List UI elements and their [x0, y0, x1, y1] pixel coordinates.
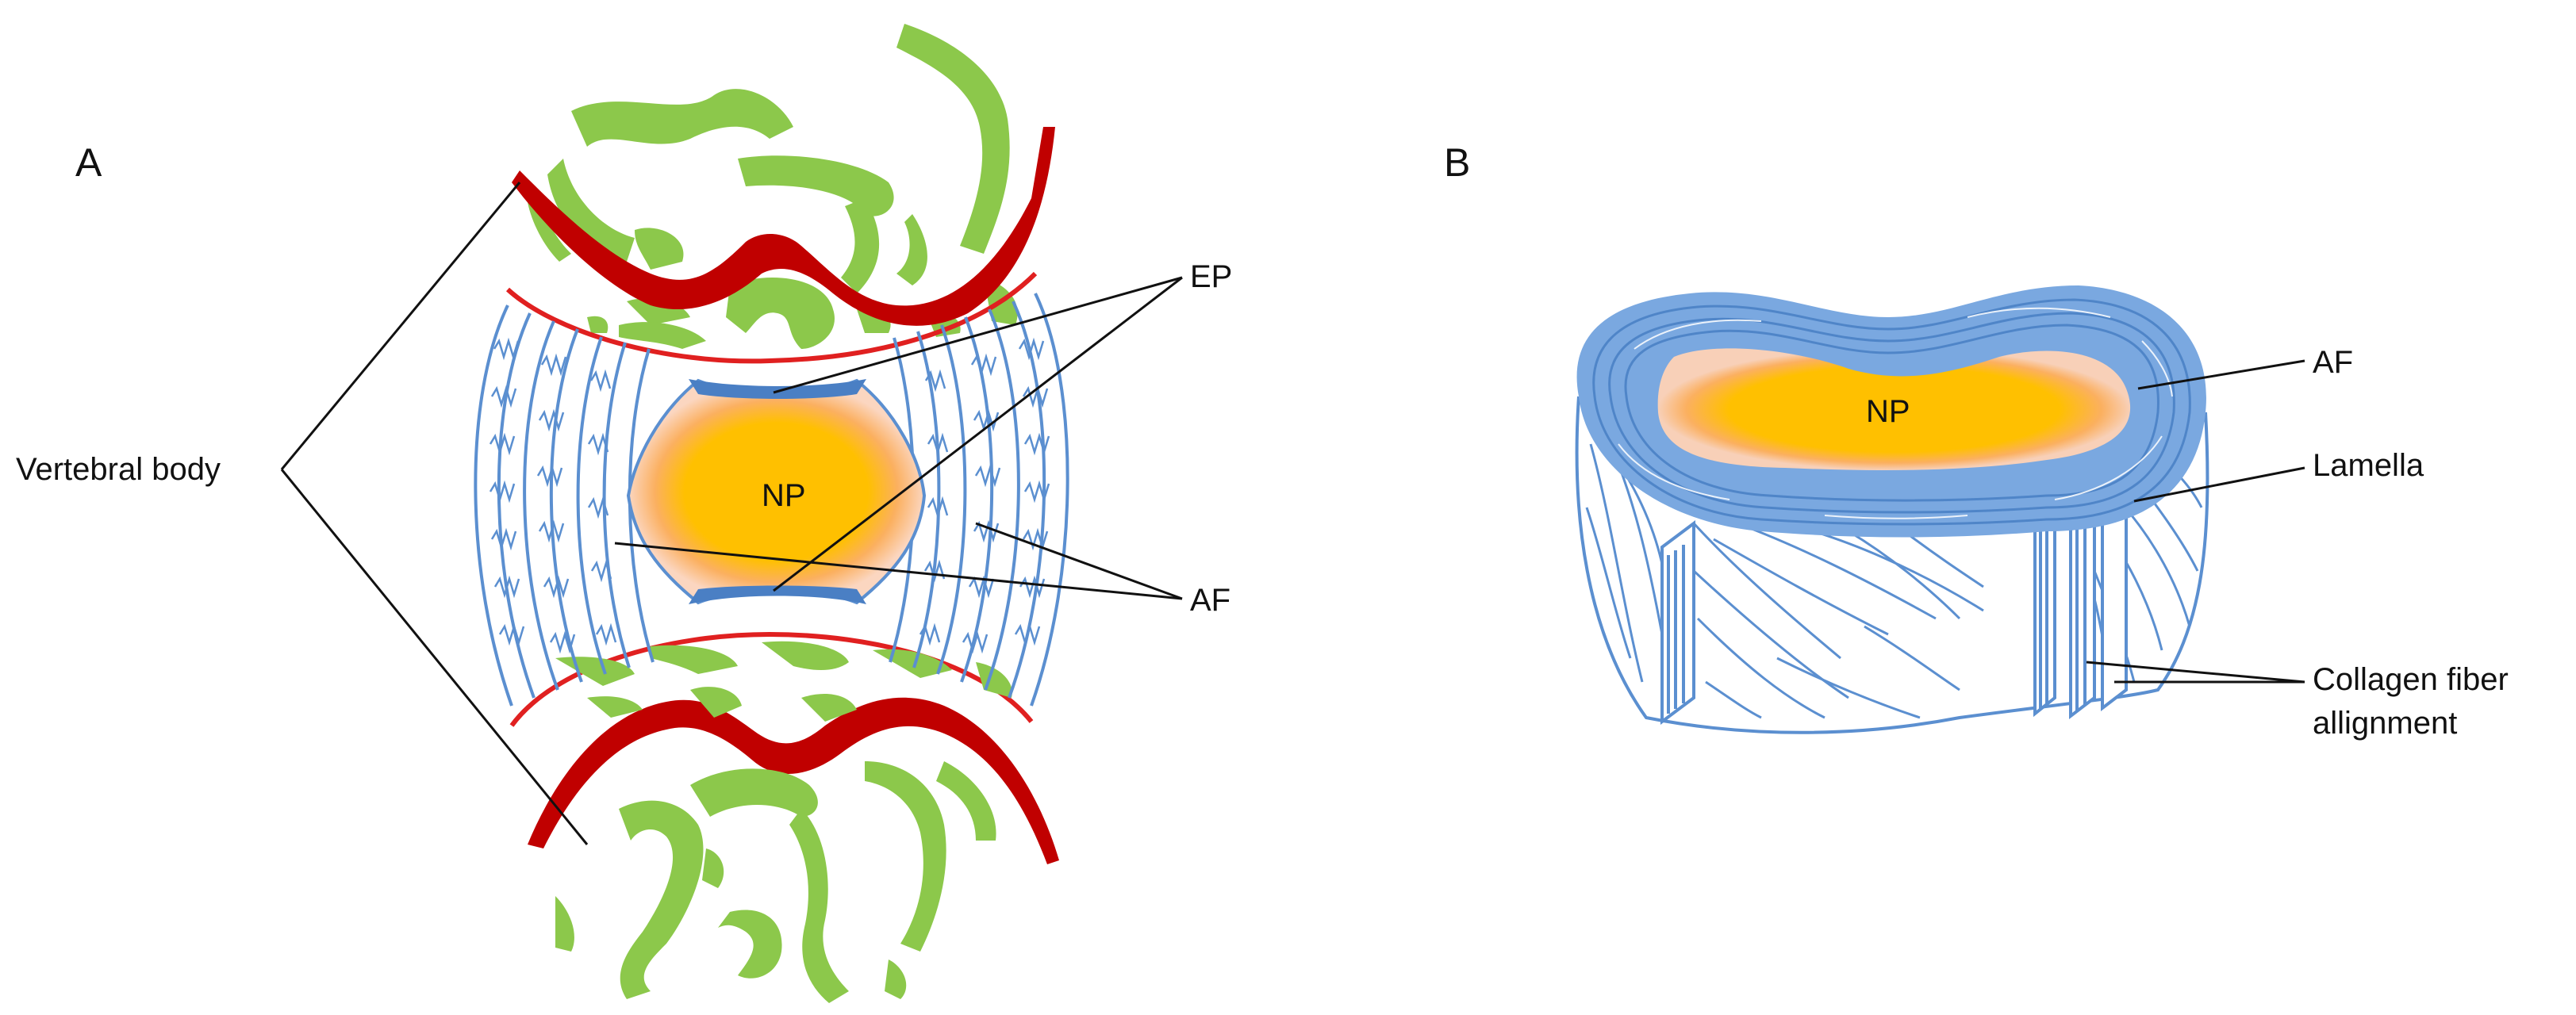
panel-b-letter: B: [1444, 140, 1470, 185]
leader-lines-b: [2086, 359, 2305, 684]
lamella-slabs: [1660, 504, 2128, 725]
nucleus-pulposus-b: [1657, 348, 2131, 470]
af-label-b: AF: [2313, 345, 2353, 380]
collagen-label-line1: Collagen fiber: [2313, 662, 2509, 697]
np-label-b: NP: [1866, 394, 1910, 429]
panel-b: B: [1444, 140, 2509, 741]
lamella-slab-right-2: [2069, 508, 2096, 720]
collagen-label-line2: allignment: [2313, 706, 2457, 741]
upper-vertebra-cortex: [512, 127, 1055, 326]
upper-cartilage-endplate: [689, 379, 866, 399]
side-wall-fibers: [1585, 427, 2203, 719]
np-label-a: NP: [762, 478, 806, 513]
ep-label: EP: [1190, 259, 1232, 294]
annulus-wavy-fibers-a: [489, 337, 1050, 654]
nucleus-pulposus-a: [628, 381, 924, 603]
upper-endplate-arc: [505, 271, 1038, 364]
lamella-label: Lamella: [2313, 448, 2424, 483]
lower-vertebra-bone: [555, 641, 1012, 1003]
annulus-ring-highlights: [1618, 307, 2173, 519]
lamella-slab-right-3: [2101, 504, 2128, 712]
lower-cartilage-endplate: [689, 585, 866, 604]
lower-endplate-arc: [509, 631, 1034, 727]
annulus-fibrosus-a: [474, 293, 1069, 707]
panel-a: A: [16, 24, 1232, 1003]
nucleus-outline-a: [626, 378, 927, 605]
vertebral-body-label: Vertebral body: [16, 452, 221, 487]
af-label-a: AF: [1190, 583, 1230, 618]
lamella-slab-right-1: [2033, 511, 2056, 718]
panel-a-letter: A: [75, 140, 102, 185]
leader-lines-a: [280, 182, 1183, 845]
